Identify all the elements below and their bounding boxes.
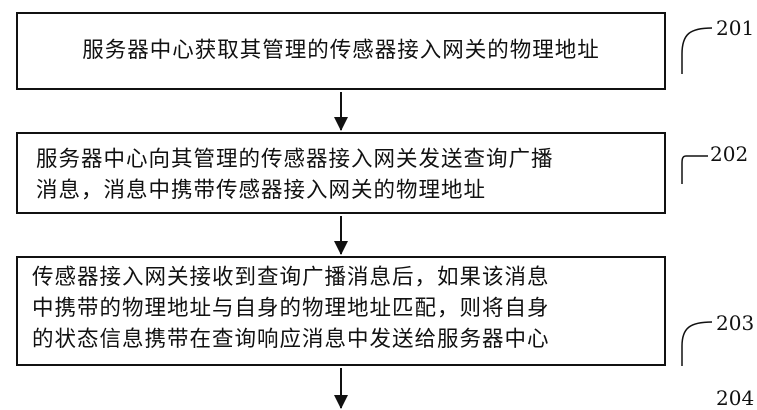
step-203-line-1: 传感器接入网关接收到查询广播消息后，如果该消息 bbox=[32, 265, 550, 290]
step-201-line-1: 服务器中心获取其管理的传感器接入网关的物理地址 bbox=[82, 38, 600, 63]
step-202-line-2: 消息，消息中携带传感器接入网关的物理地址 bbox=[36, 178, 487, 203]
step-201-number: 201 bbox=[716, 16, 755, 40]
step-202-leader-line bbox=[681, 155, 708, 184]
step-202-box: 服务器中心向其管理的传感器接入网关发送查询广播 消息，消息中携带传感器接入网关的… bbox=[16, 132, 666, 214]
step-203-box: 传感器接入网关接收到查询广播消息后，如果该消息 中携带的物理地址与自身的物理地址… bbox=[16, 256, 666, 366]
arrow-202-to-203 bbox=[334, 216, 348, 255]
step-201-leader-line bbox=[681, 27, 713, 74]
step-203-leader-line bbox=[681, 321, 713, 366]
arrow-201-to-202 bbox=[334, 92, 348, 131]
step-202-text: 服务器中心向其管理的传感器接入网关发送查询广播 消息，消息中携带传感器接入网关的… bbox=[18, 144, 664, 206]
arrow-203-to-204 bbox=[334, 368, 348, 409]
step-202-line-1: 服务器中心向其管理的传感器接入网关发送查询广播 bbox=[36, 147, 554, 172]
step-204-number: 204 bbox=[716, 386, 755, 410]
step-203-number: 203 bbox=[716, 311, 755, 335]
step-203-line-2: 中携带的物理地址与自身的物理地址匹配，则将自身 bbox=[32, 296, 550, 321]
step-203-text: 传感器接入网关接收到查询广播消息后，如果该消息 中携带的物理地址与自身的物理地址… bbox=[18, 262, 664, 355]
step-201-box: 服务器中心获取其管理的传感器接入网关的物理地址 bbox=[16, 12, 666, 90]
step-203-line-3: 的状态信息携带在查询响应消息中发送给服务器中心 bbox=[32, 327, 550, 352]
step-202-number: 202 bbox=[710, 142, 749, 166]
step-201-text: 服务器中心获取其管理的传感器接入网关的物理地址 bbox=[18, 35, 664, 66]
